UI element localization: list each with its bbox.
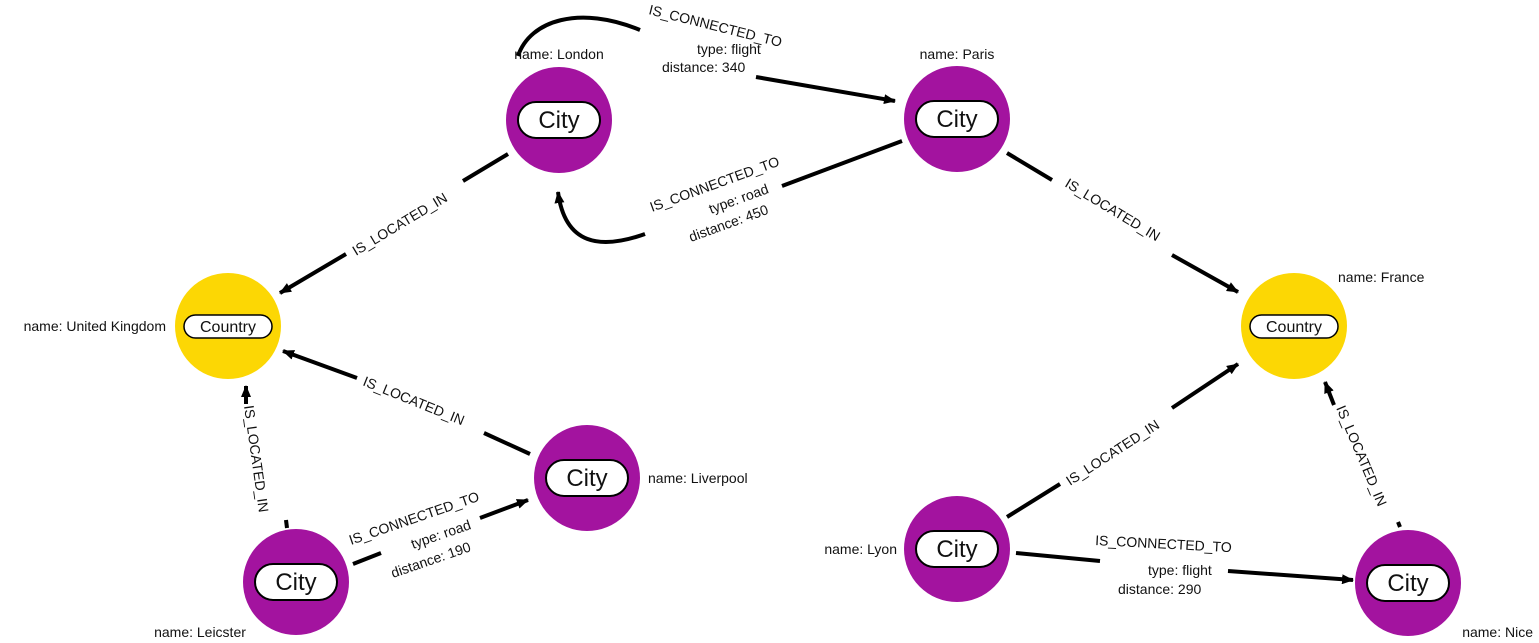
label-pill: [1249, 314, 1339, 339]
edge-line: [1005, 151, 1054, 182]
edge-leicster-liverpool[interactable]: IS_CONNECTED_TO type: road distance: 190: [347, 488, 529, 581]
edge-line: [516, 15, 641, 57]
edge-line: [479, 498, 529, 520]
label-pill: [517, 101, 601, 139]
edge-nice-france[interactable]: IS_LOCATED_IN: [1323, 381, 1402, 528]
edge-prop: distance: 290: [1118, 581, 1201, 597]
node-prop: name: France: [1338, 269, 1425, 285]
edge-paris-london[interactable]: IS_CONNECTED_TO type: road distance: 450: [554, 139, 903, 245]
node-prop: name: London: [514, 46, 604, 62]
node-nice[interactable]: City name: Nice: [1355, 530, 1533, 640]
node-prop: name: Nice: [1462, 624, 1533, 640]
label-pill: [915, 530, 999, 568]
edge-lyon-france[interactable]: IS_LOCATED_IN: [1005, 362, 1240, 519]
edge-type-label: IS_LOCATED_IN: [349, 189, 450, 258]
node-france[interactable]: Country name: France: [1241, 269, 1425, 379]
edge-line: [1323, 381, 1336, 406]
edge-line: [282, 349, 358, 380]
edge-line: [461, 152, 510, 183]
edge-line: [1170, 362, 1240, 410]
node-label: City: [275, 569, 316, 596]
node-paris[interactable]: City name: Paris: [904, 46, 1010, 172]
edge-line: [1005, 482, 1062, 519]
edge-prop: distance: 340: [662, 59, 745, 75]
label-pill: [183, 314, 273, 339]
edge-line: [755, 75, 896, 105]
edge-type-label: IS_LOCATED_IN: [361, 373, 467, 428]
edge-line: [1227, 569, 1354, 585]
node-label: City: [566, 465, 607, 492]
node-prop: name: United Kingdom: [24, 318, 166, 334]
edge-type-label: IS_CONNECTED_TO: [1095, 532, 1232, 555]
edge-paris-france[interactable]: IS_LOCATED_IN: [1005, 151, 1239, 294]
node-london[interactable]: City name: London: [506, 46, 612, 173]
label-pill: [1366, 564, 1450, 602]
edge-line: [1171, 253, 1239, 294]
node-label: City: [936, 106, 977, 133]
node-prop: name: Leicster: [154, 624, 246, 640]
edge-line: [278, 252, 348, 295]
edge-london-uk[interactable]: IS_LOCATED_IN: [278, 152, 510, 295]
edge-prop: type: flight: [697, 41, 761, 57]
node-lyon[interactable]: City name: Lyon: [824, 496, 1010, 602]
node-leicster[interactable]: City name: Leicster: [154, 529, 349, 640]
edge-line: [554, 191, 646, 244]
edge-liverpool-uk[interactable]: IS_LOCATED_IN: [282, 349, 531, 456]
node-prop: name: Liverpool: [648, 470, 748, 486]
node-label: City: [936, 536, 977, 563]
edge-line: [352, 551, 382, 566]
edge-type-label: IS_LOCATED_IN: [241, 404, 272, 513]
edge-line: [284, 519, 289, 529]
edge-prop: type: flight: [1148, 562, 1212, 578]
label-pill: [915, 100, 999, 138]
edge-line: [1015, 551, 1101, 563]
edge-type-label: IS_LOCATED_IN: [1063, 416, 1162, 488]
edge-lyon-nice[interactable]: IS_CONNECTED_TO type: flight distance: 2…: [1015, 532, 1354, 597]
node-label: Country: [200, 319, 256, 336]
node-prop: name: Paris: [920, 46, 995, 62]
node-liverpool[interactable]: City name: Liverpool: [534, 425, 748, 531]
edge-type-label: IS_LOCATED_IN: [1062, 175, 1163, 244]
edge-leicster-uk[interactable]: IS_LOCATED_IN: [241, 385, 289, 529]
edge-type-label: IS_LOCATED_IN: [1333, 403, 1390, 509]
label-pill: [545, 459, 629, 497]
edge-line: [781, 139, 903, 188]
node-label: City: [1387, 570, 1428, 597]
edge-line: [483, 431, 531, 456]
edge-line: [1396, 521, 1402, 528]
node-prop: name: Lyon: [824, 541, 897, 557]
node-united-kingdom[interactable]: Country name: United Kingdom: [24, 273, 281, 379]
label-pill: [254, 563, 338, 601]
node-label: City: [538, 107, 579, 134]
node-label: Country: [1266, 319, 1322, 336]
